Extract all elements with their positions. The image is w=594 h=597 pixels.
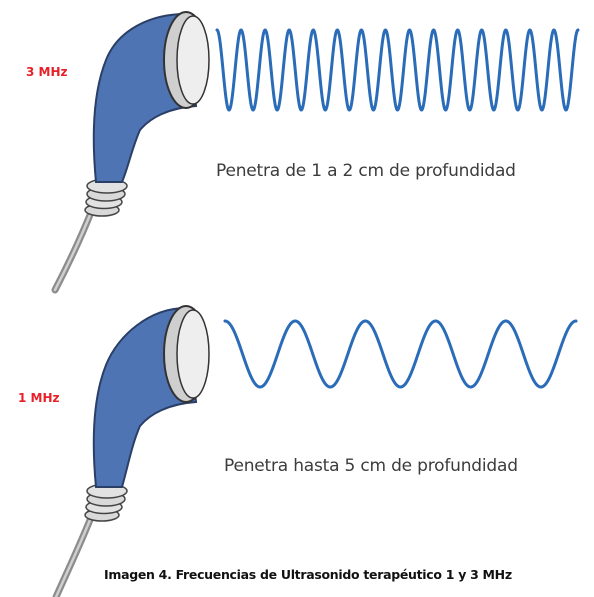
- frequency-label-1mhz: 1 MHz: [18, 391, 60, 405]
- head-face-1mhz: [177, 310, 209, 398]
- wave-1mhz: [225, 321, 576, 387]
- cable-1mhz-core: [56, 515, 92, 597]
- penetration-description-3mhz: Penetra de 1 a 2 cm de profundidad: [216, 161, 516, 181]
- transducer-3mhz: [55, 12, 209, 290]
- cable-3mhz-core: [55, 210, 92, 290]
- wave-3mhz: [217, 30, 578, 110]
- strain-relief-3mhz: [85, 179, 127, 216]
- penetration-description-1mhz: Penetra hasta 5 cm de profundidad: [224, 456, 518, 476]
- head-face-3mhz: [177, 16, 209, 104]
- frequency-label-3mhz: 3 MHz: [26, 65, 68, 79]
- figure-caption: Imagen 4. Frecuencias de Ultrasonido ter…: [104, 567, 594, 582]
- strain-relief-1mhz: [85, 484, 127, 521]
- transducer-1mhz: [56, 306, 209, 597]
